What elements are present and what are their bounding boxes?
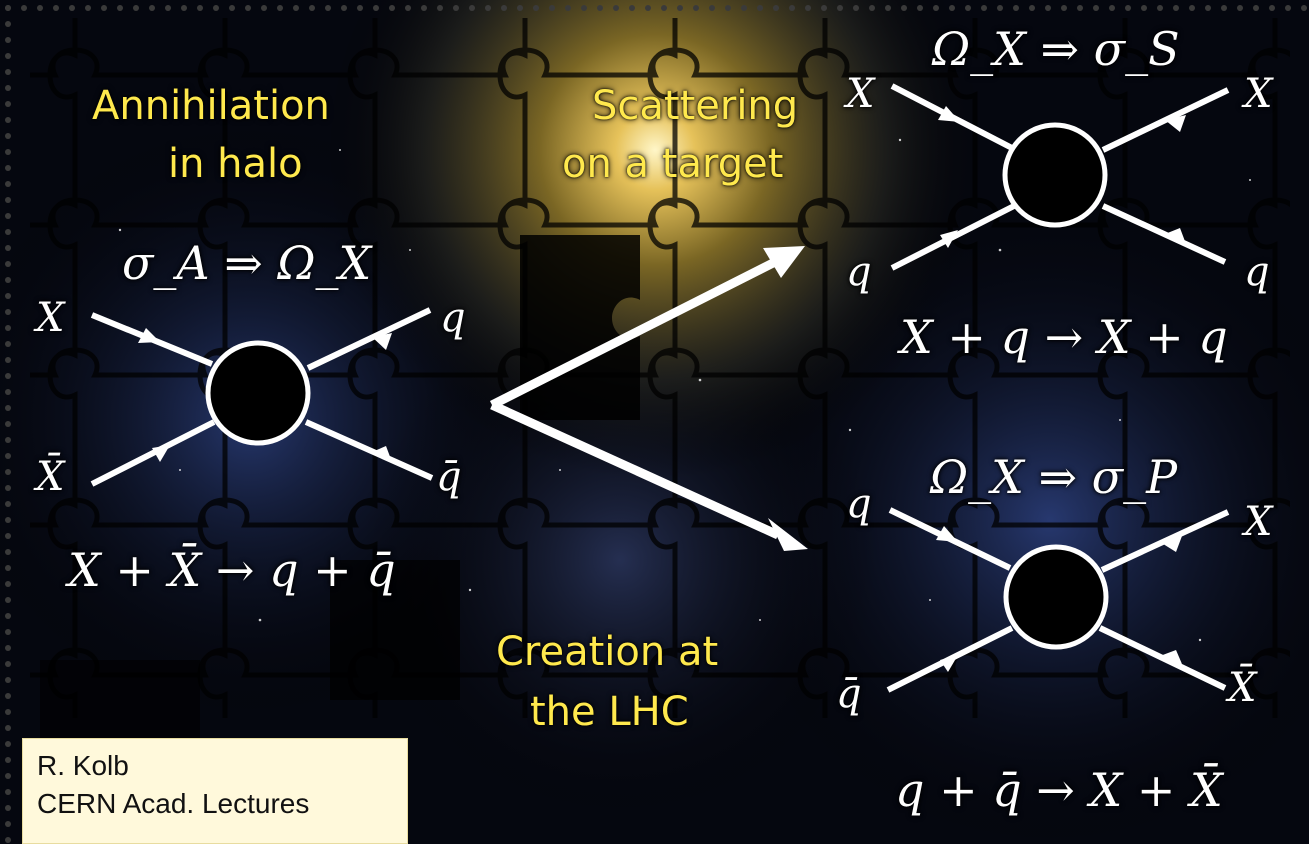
annihilation-q-label: q: [440, 296, 466, 340]
annihilation-label-line1: Annihilation: [92, 82, 330, 130]
scatter-out-q-line: [1103, 206, 1225, 262]
production-out-xbar-label: X̄: [1228, 666, 1256, 710]
scattering-blob: [1005, 125, 1105, 225]
credit-author: R. Kolb: [37, 747, 393, 785]
arrow-to-scattering: [492, 262, 775, 405]
production-relation: Ω_X ⇒ σ_P: [930, 452, 1177, 502]
incoming-xbar-line: [92, 422, 214, 484]
production-reaction: q + q̄ → X + X̄: [895, 765, 1223, 815]
credit-source: CERN Acad. Lectures: [37, 785, 393, 823]
scattering-in-x-label: X: [846, 72, 874, 116]
annihilation-label-line2: in halo: [168, 140, 303, 188]
outgoing-q-line: [308, 310, 430, 368]
production-blob: [1006, 547, 1106, 647]
scattering-label-line2: on a target: [562, 140, 783, 188]
annihilation-x-label: X: [36, 296, 64, 340]
scattering-label-line1: Scattering: [592, 82, 798, 130]
production-in-q-label: q: [846, 482, 872, 526]
annihilation-reaction: X + X̄ → q + q̄: [68, 545, 396, 595]
credit-box: R. Kolb CERN Acad. Lectures: [22, 738, 408, 844]
scattering-relation: Ω_X ⇒ σ_S: [932, 24, 1180, 74]
scattering-out-q-label: q: [1244, 250, 1270, 294]
scattering-diagram: [892, 86, 1228, 268]
prod-out-xbar-line: [1100, 628, 1225, 688]
relation-arrows: [492, 246, 808, 551]
annihilation-xbar-label: X̄: [36, 455, 64, 499]
annihilation-diagram: [92, 310, 432, 484]
annihilation-blob: [208, 343, 308, 443]
scattering-in-q-label: q: [846, 250, 872, 294]
production-in-qbar-label: q̄: [836, 672, 862, 716]
creation-label-line1: Creation at: [496, 628, 718, 676]
prod-in-qbar-arrowhead: [940, 655, 958, 672]
scattering-reaction: X + q → X + q: [900, 312, 1228, 362]
annihilation-qbar-label: q̄: [436, 455, 462, 499]
scattering-out-x-label: X: [1244, 72, 1272, 116]
annihilation-relation: σ_A ⇒ Ω_X: [122, 238, 371, 288]
production-out-x-label: X: [1244, 500, 1272, 544]
outgoing-qbar-line: [306, 422, 432, 478]
creation-label-line2: the LHC: [530, 688, 689, 736]
production-diagram: [888, 510, 1228, 690]
arrow-to-creation: [492, 405, 778, 535]
